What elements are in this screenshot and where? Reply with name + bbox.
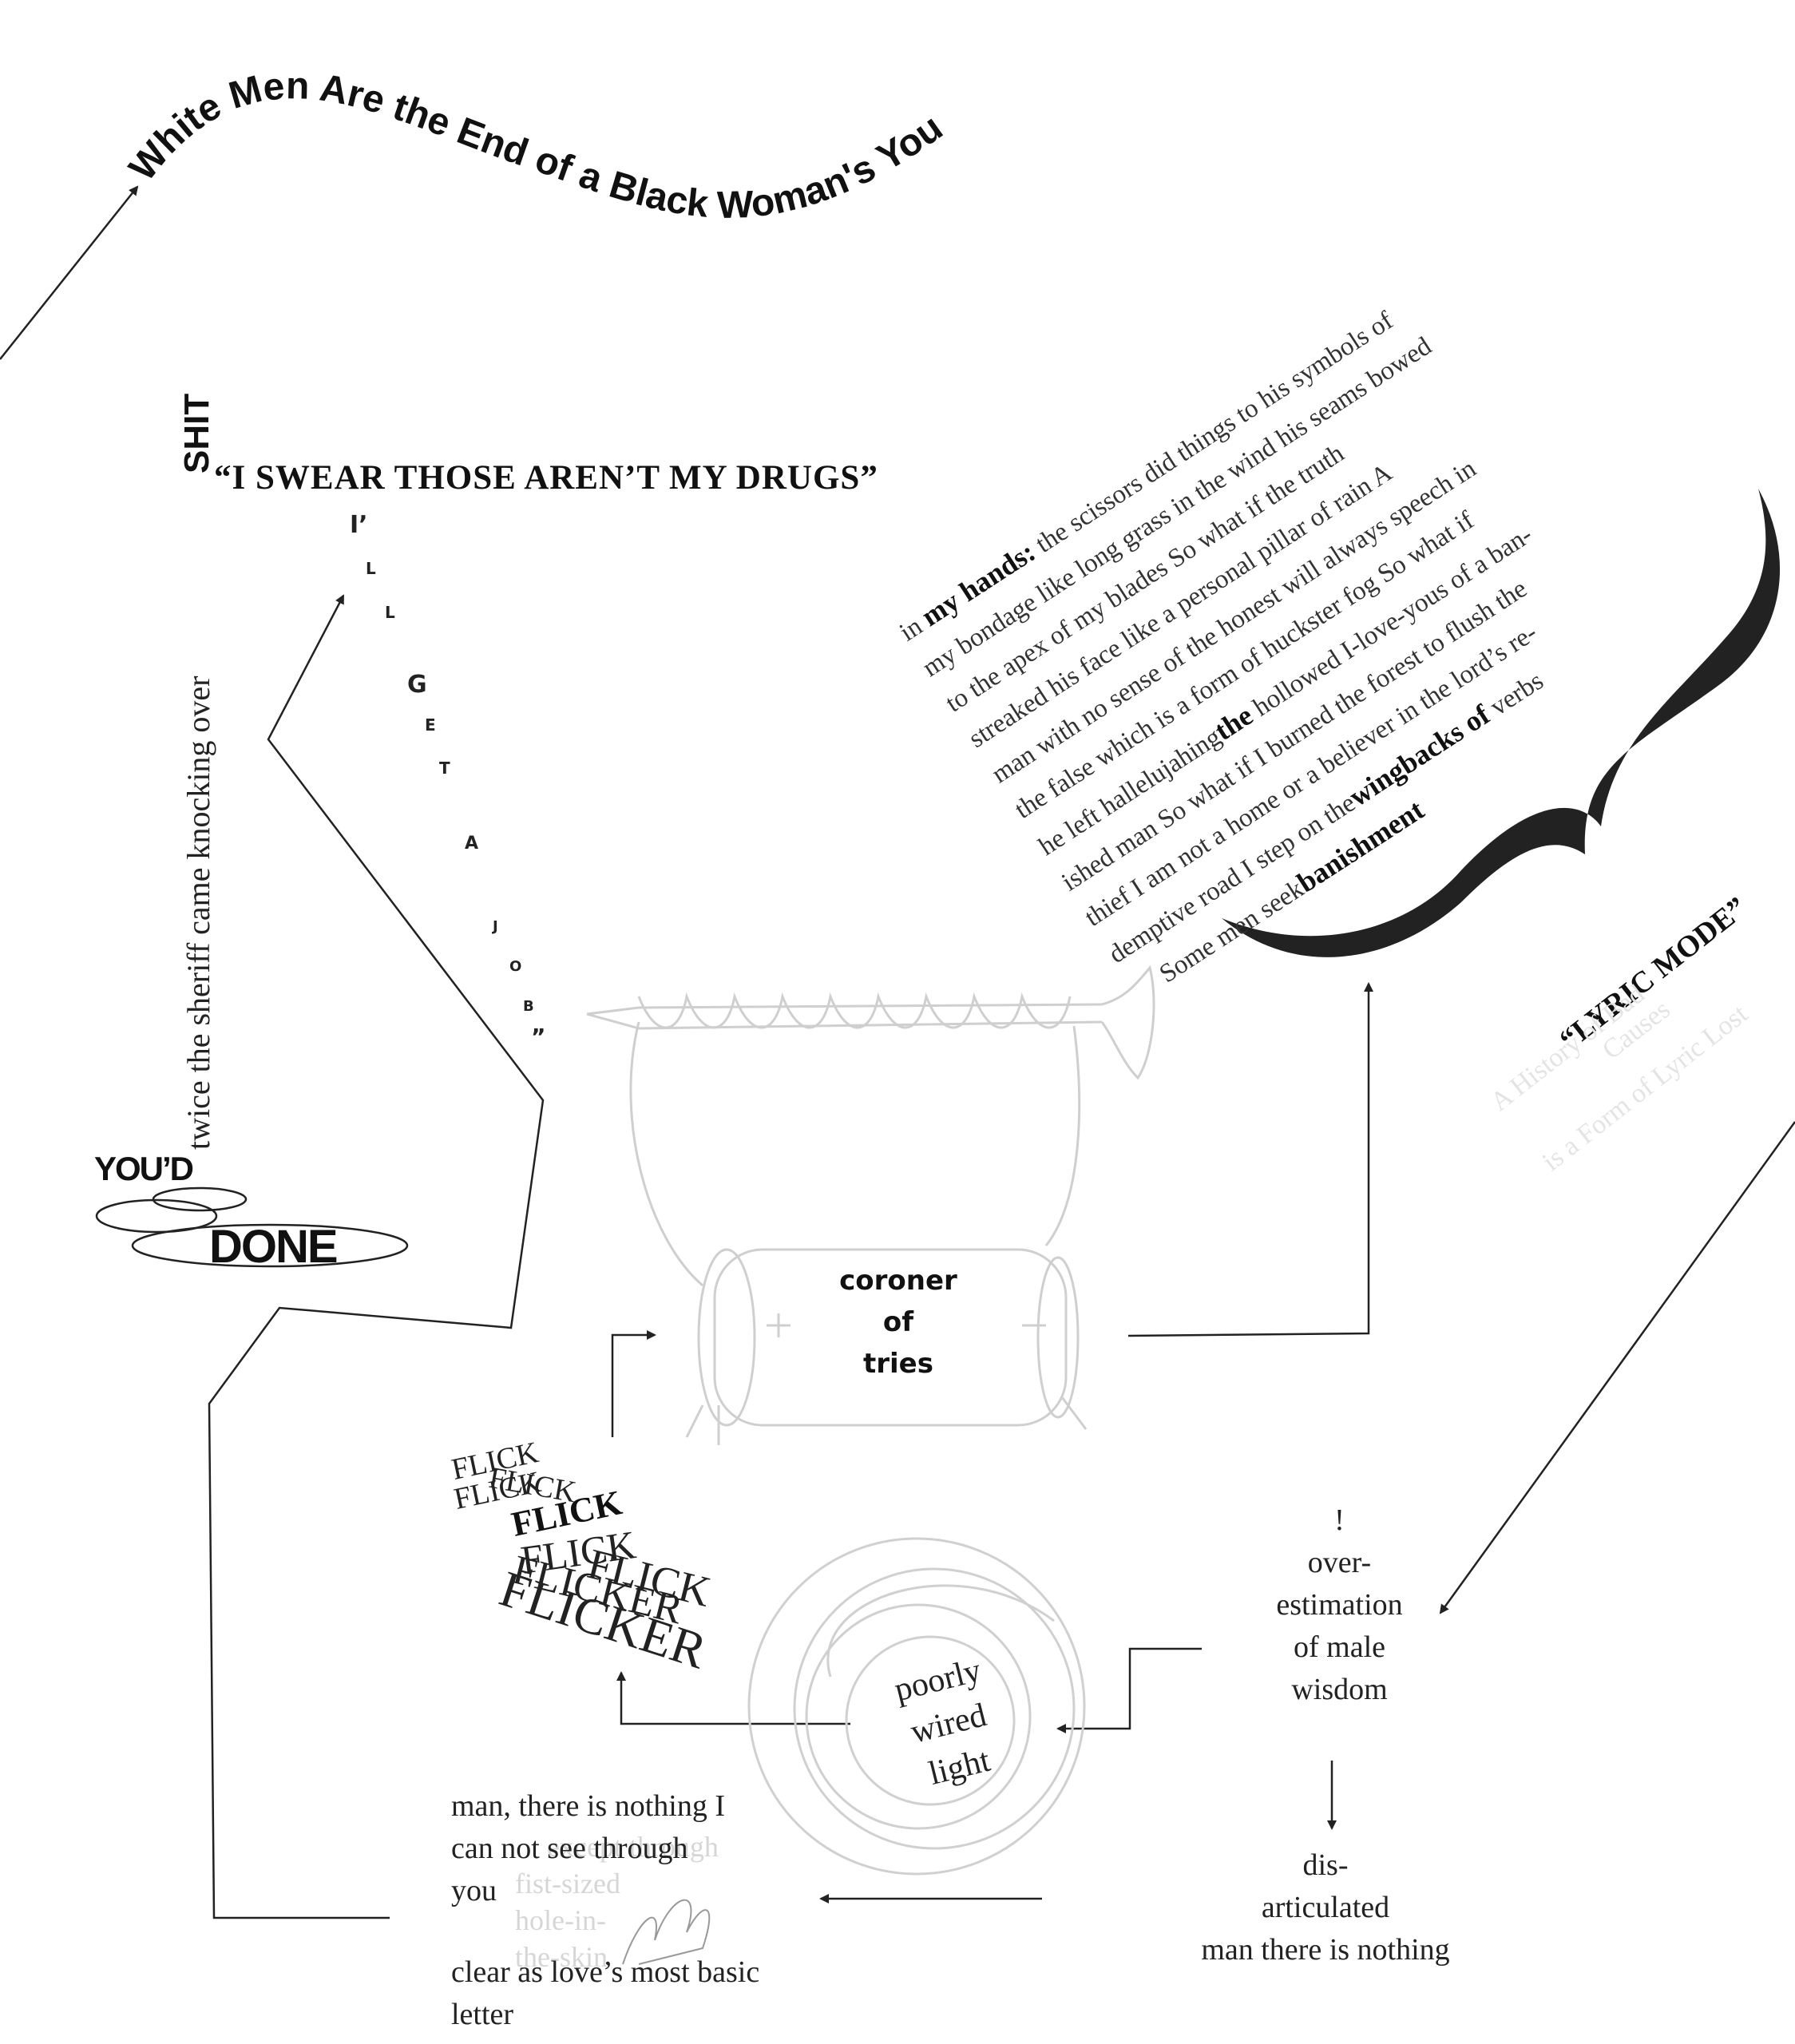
- over-line: !: [1334, 1503, 1345, 1537]
- title: White Men Are the End of a Black Woman's…: [0, 0, 950, 227]
- done-word: DONE: [209, 1221, 339, 1273]
- faded-fist-block: except through fist-sized hole-in- the-s…: [515, 1828, 719, 1975]
- arrow-to-flicker: [616, 1671, 850, 1725]
- coroner-line: coroner: [839, 1265, 957, 1297]
- job-letter: E: [425, 715, 436, 735]
- over-line: of male: [1293, 1630, 1385, 1664]
- over-line: wisdom: [1291, 1673, 1388, 1706]
- man-line: you: [451, 1874, 497, 1907]
- job-letter: I’: [350, 511, 368, 539]
- oval-done: [131, 1223, 409, 1268]
- arrow-to-poorly-wired: [1056, 1647, 1202, 1733]
- dis-line: man there is nothing: [1201, 1933, 1450, 1967]
- drugs-quote: “I SWEAR THOSE AREN’T MY DRUGS”: [214, 459, 878, 497]
- job-letter: T: [439, 759, 450, 778]
- sheriff-line: twice the sheriff came knocking over: [180, 675, 216, 1150]
- overestimation-block: ! over- estimation of male wisdom: [1242, 1499, 1437, 1711]
- job-letter: L: [385, 603, 395, 622]
- job-letter: B: [523, 998, 534, 1015]
- clear-block: clear as love’s most basic letter: [451, 1951, 759, 2036]
- arrow-to-title: [0, 185, 139, 360]
- dis-line: dis-: [1302, 1848, 1349, 1882]
- fist-line: hole-in-: [515, 1904, 606, 1936]
- zigzag-arrow: [208, 594, 545, 1919]
- man-line: man, there is nothing I: [451, 1789, 725, 1823]
- fist-line: the-skin: [515, 1941, 608, 1973]
- man-block: man, there is nothing I can not see thro…: [451, 1785, 725, 1912]
- over-line: estimation: [1276, 1588, 1403, 1622]
- coroner-line: of: [882, 1306, 914, 1338]
- fist-line: except through: [547, 1831, 719, 1863]
- job-letter: G: [407, 671, 427, 699]
- clear-line: clear as love’s most basic: [451, 1955, 760, 1989]
- job-letter: J: [493, 918, 498, 935]
- dis-line: articulated: [1261, 1891, 1390, 1924]
- job-letter: ”: [531, 1024, 546, 1050]
- man-line: can not see through: [451, 1832, 688, 1865]
- oval-middle: [95, 1198, 218, 1234]
- battery-coil-drawing: [586, 965, 1155, 1445]
- coroner-line: tries: [863, 1348, 933, 1380]
- spiral-drawing: [747, 1537, 1086, 1876]
- over-line: over-: [1307, 1546, 1372, 1579]
- job-letter: L: [366, 559, 376, 578]
- job-letter: O: [509, 958, 522, 975]
- brace-swoosh: [1222, 489, 1781, 957]
- coroner-label: coroner of tries: [822, 1260, 974, 1384]
- job-letter: A: [465, 834, 479, 854]
- arrow-battery-to-brace: [1127, 982, 1373, 1337]
- svg-text:White Men Are the End of a Bla: White Men Are the End of a Black Woman's…: [0, 0, 950, 227]
- youd-word: YOU’D: [94, 1150, 194, 1187]
- arrow-to-overestimation: [1439, 1121, 1795, 1614]
- clear-line: letter: [451, 1998, 514, 2031]
- shit-word: SHIT: [177, 393, 216, 473]
- fist-line: fist-sized: [515, 1868, 620, 1899]
- scribble: [622, 1899, 711, 1965]
- disarticulated-block: dis- articulated man there is nothing: [1166, 1844, 1485, 1971]
- arrow-flick-to-battery: [611, 1330, 656, 1437]
